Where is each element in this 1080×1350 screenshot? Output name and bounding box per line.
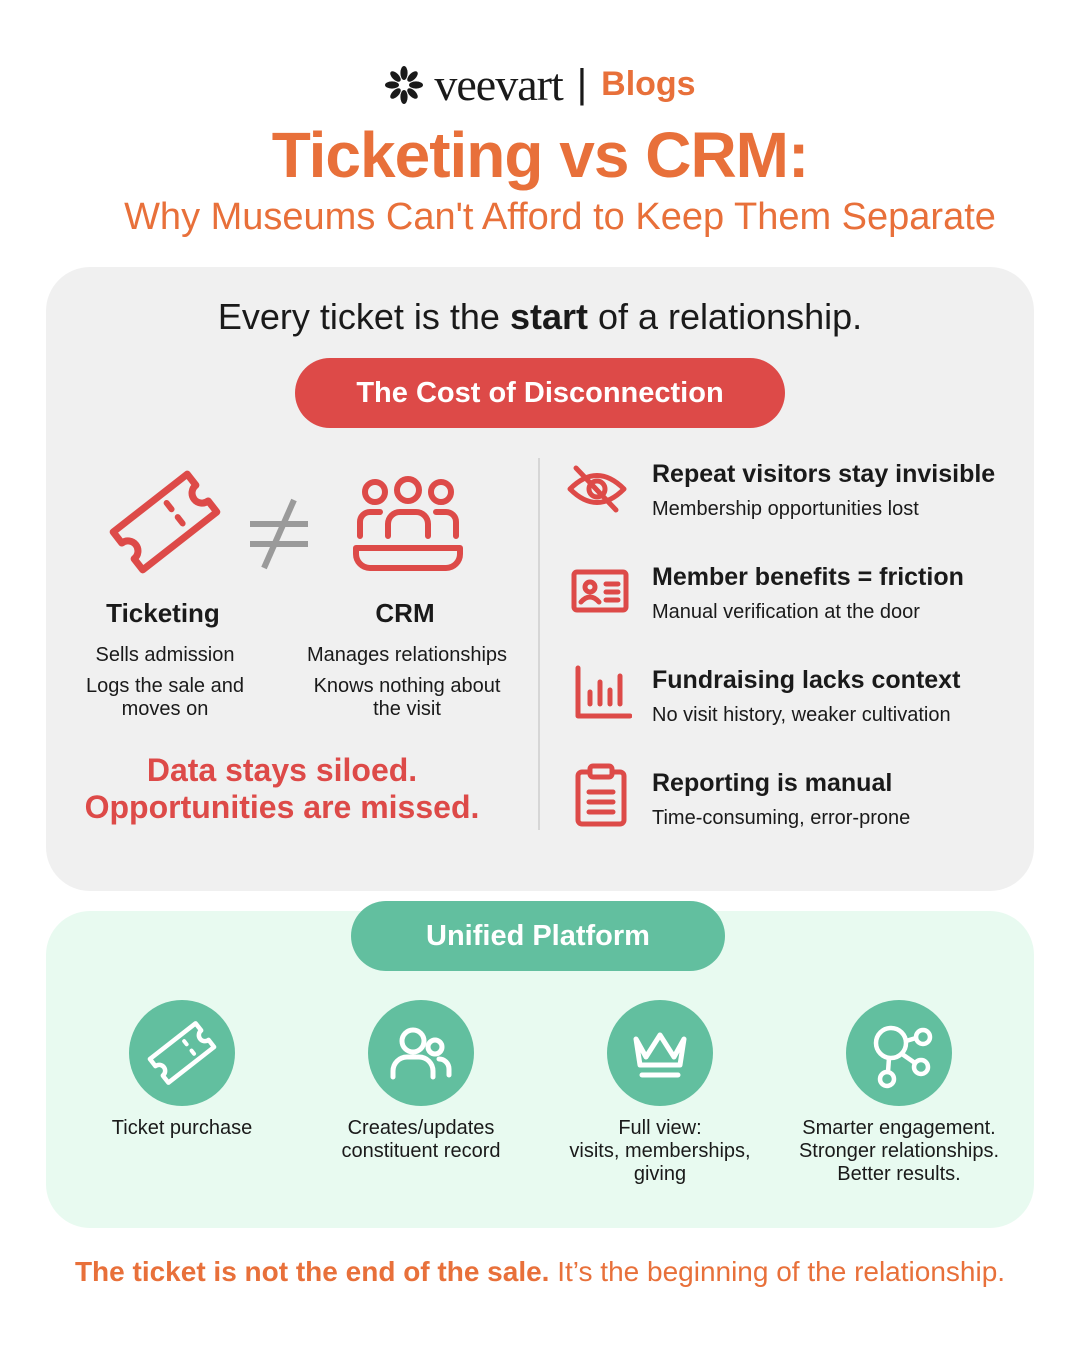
step-label-line: constituent record	[341, 1140, 501, 1162]
issue-title: Member benefits = friction	[652, 563, 964, 591]
ticketing-title: Ticketing	[106, 598, 220, 628]
step-label-line: visits, memberships,	[569, 1140, 751, 1162]
tagline-after: of a relationship.	[587, 296, 863, 337]
users-icon	[390, 1027, 452, 1080]
header: veevart | Blogs	[0, 58, 1080, 111]
tagline-bold: start	[509, 296, 588, 337]
siloed-line2: Opportunities are missed.	[84, 789, 480, 825]
crm-line2a: Knows nothing about	[313, 675, 501, 697]
issue-desc: Time-consuming, error-prone	[652, 807, 911, 829]
page-title: Ticketing vs CRM:	[271, 119, 810, 191]
crm-line2b: the visit	[373, 698, 441, 720]
issue-desc: No visit history, weaker cultivation	[652, 704, 951, 726]
issue-desc: Membership opportunities lost	[652, 498, 919, 520]
ticketing-line2b: moves on	[121, 698, 209, 720]
clipboard-icon	[574, 762, 628, 833]
step-label-line: Smarter engagement.	[802, 1117, 996, 1139]
step-circle	[607, 1000, 713, 1106]
step-label-line: Better results.	[837, 1163, 961, 1185]
issue-title: Repeat visitors stay invisible	[652, 460, 996, 488]
tagline-before: Every ticket is the	[217, 296, 510, 337]
ticket-icon	[147, 1021, 217, 1085]
tagline: Every ticket is the start of a relations…	[0, 296, 1080, 338]
step-label-line: Stronger relationships.	[798, 1140, 1000, 1162]
ticket-icon	[100, 460, 230, 590]
brand: veevart | Blogs	[384, 58, 696, 111]
not-equal-icon	[244, 496, 314, 577]
crown-icon	[633, 1032, 687, 1078]
step-label: Ticket purchase	[62, 1117, 302, 1140]
issue-title: Fundraising lacks context	[652, 666, 961, 694]
brand-section: Blogs	[601, 65, 696, 103]
asterisk-logo-icon	[384, 65, 424, 105]
siloed-conclusion: Data stays siloed. Opportunities are mis…	[60, 752, 504, 826]
people-group-icon	[352, 470, 464, 583]
issue-desc: Manual verification at the door	[652, 601, 920, 623]
step-circle	[129, 1000, 235, 1106]
brand-name: veevart	[434, 59, 563, 110]
ticketing-line1: Sells admission	[95, 644, 235, 666]
footer-rest: It’s the beginning of the relationship.	[549, 1256, 1006, 1287]
cost-of-disconnection-pill: The Cost of Disconnection	[295, 358, 785, 428]
ticketing-line2a: Logs the sale and	[86, 675, 244, 697]
unified-platform-pill: Unified Platform	[351, 901, 725, 971]
eye-slash-icon	[566, 464, 628, 519]
crm-line1: Manages relationships	[306, 644, 508, 666]
brand-separator: |	[576, 62, 588, 106]
step-label-line: Creates/updates	[347, 1117, 495, 1139]
step-label: Smarter engagement. Stronger relationshi…	[779, 1117, 1019, 1186]
footer-message: The ticket is not the end of the sale. I…	[0, 1256, 1080, 1288]
step-circle	[368, 1000, 474, 1106]
page-subtitle: Why Museums Can't Afford to Keep Them Se…	[124, 196, 996, 238]
step-label: Creates/updates constituent record	[301, 1117, 541, 1163]
bar-chart-icon	[572, 664, 633, 725]
step-circle	[846, 1000, 952, 1106]
id-card-icon	[570, 568, 630, 619]
siloed-line1: Data stays siloed.	[146, 752, 418, 788]
step-label-line: giving	[633, 1163, 687, 1185]
column-divider	[538, 458, 540, 830]
crm-title: CRM	[375, 598, 435, 628]
footer-bold: The ticket is not the end of the sale.	[74, 1256, 550, 1287]
step-label: Full view: visits, memberships, giving	[540, 1117, 780, 1186]
step-label-line: Ticket purchase	[111, 1117, 253, 1139]
issue-title: Reporting is manual	[652, 769, 893, 797]
step-label-line: Full view:	[618, 1117, 702, 1139]
network-icon	[873, 1025, 933, 1089]
